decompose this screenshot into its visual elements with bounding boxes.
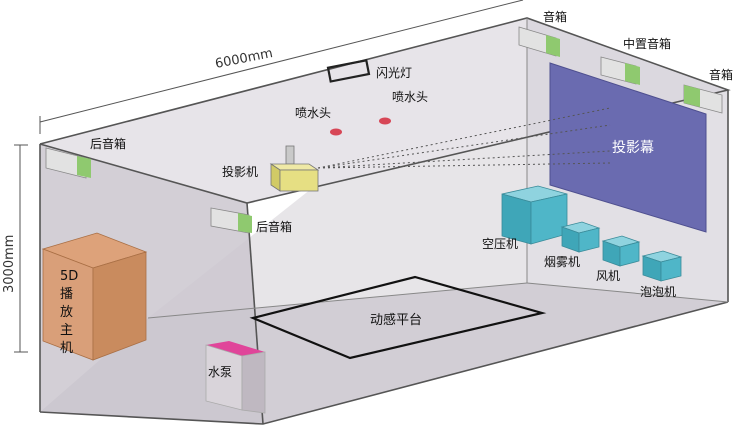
bubble-machine (641, 250, 683, 282)
motion-platform (249, 275, 547, 360)
bubble-machine-label: 泡泡机 (640, 285, 676, 299)
sprinkler-right-label: 喷水头 (392, 90, 428, 104)
rear-speaker-front (210, 207, 252, 234)
air-compressor-label: 空压机 (482, 237, 518, 251)
fan-label: 风机 (596, 269, 620, 283)
player-label: 5D 播 放 主 机 (60, 269, 78, 356)
fan-unit (601, 235, 641, 267)
dimension-length-label: 6000mm (214, 46, 274, 72)
projection-screen (549, 62, 707, 233)
sprinkler-right (379, 117, 391, 125)
player-label-line-1: 5D (60, 269, 78, 284)
strobe-label: 闪光灯 (376, 66, 412, 80)
projector (269, 145, 320, 192)
water-pump (205, 341, 266, 414)
fog-machine-label: 烟雾机 (544, 255, 580, 269)
projection-rays (317, 107, 611, 169)
sprinkler-left (330, 128, 342, 136)
speaker-right-label: 音箱 (709, 67, 733, 82)
rear-speaker-left (45, 147, 91, 179)
dimension-height (14, 144, 28, 353)
player-label-line-4: 主 (60, 323, 73, 338)
player-cabinet (41, 232, 148, 361)
player-label-line-2: 播 (60, 287, 73, 302)
dimension-height-label: 3000mm (2, 235, 17, 293)
speaker-right (683, 84, 723, 114)
strobe-light (326, 59, 371, 83)
fog-machine (560, 221, 601, 253)
projector-label: 投影机 (222, 164, 258, 179)
speaker-center-label: 中置音箱 (623, 36, 671, 51)
air-compressor (501, 185, 568, 245)
motion-platform-label: 动感平台 (370, 312, 422, 328)
rear-speaker-left-label: 后音箱 (90, 136, 126, 151)
rear-speaker-front-label: 后音箱 (256, 219, 292, 234)
speaker-center (600, 56, 640, 85)
speaker-top-right-label: 音箱 (543, 9, 567, 24)
player-label-line-5: 机 (60, 341, 73, 356)
screen-label: 投影幕 (612, 140, 654, 156)
player-label-line-3: 放 (60, 305, 73, 320)
sprinkler-left-label: 喷水头 (295, 106, 331, 120)
speaker-top-right (518, 26, 560, 57)
dimension-length (39, 0, 524, 134)
water-pump-label: 水泵 (208, 365, 232, 379)
